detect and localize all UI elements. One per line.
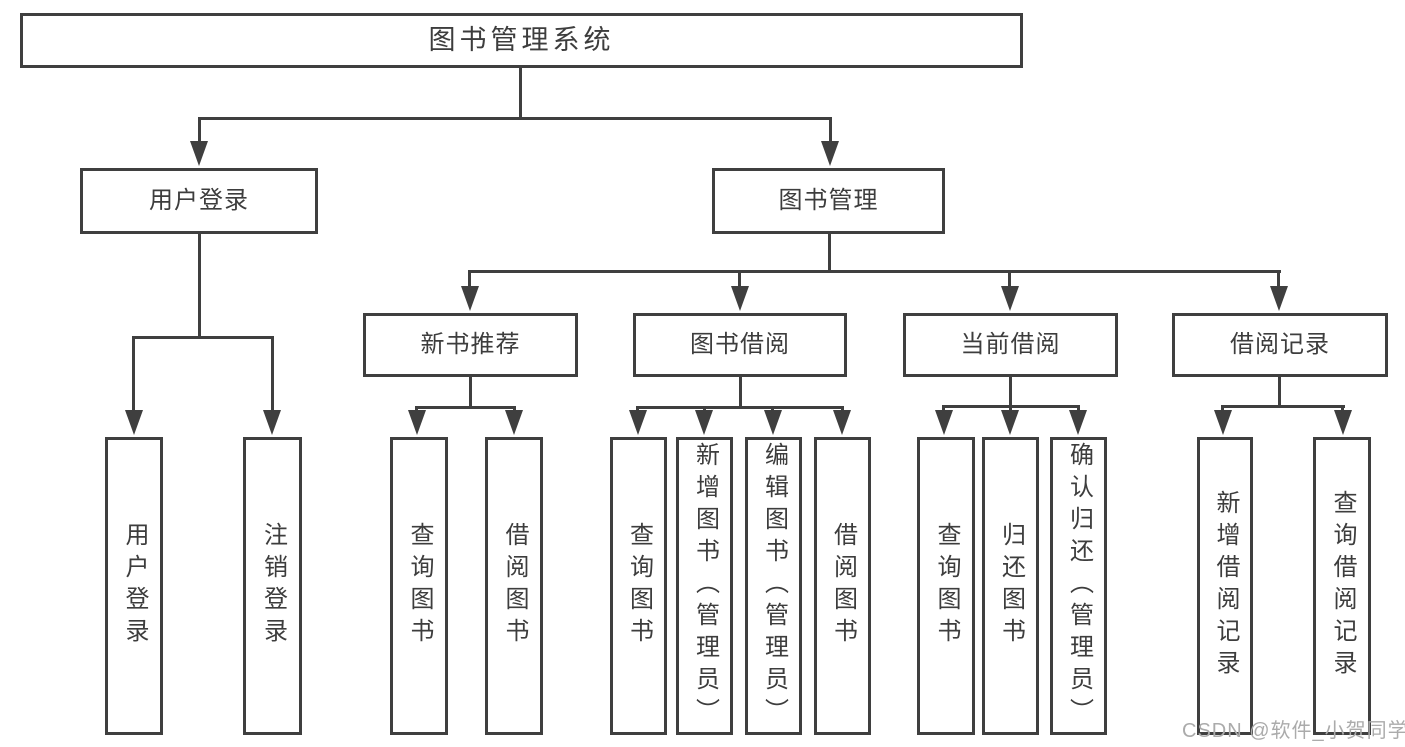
connector-h-nb xyxy=(415,406,516,409)
leaf-query-books-1: 查询图书 xyxy=(390,437,448,735)
leaf-logout: 注销登录 xyxy=(243,437,302,735)
connector-v-leaf-logout xyxy=(271,336,274,414)
connector-v-nb-stem xyxy=(469,377,472,409)
connector-v-new-books xyxy=(468,270,471,290)
node-book-borrowing: 图书借阅 xyxy=(633,313,847,377)
connector-v-br-stem xyxy=(1278,377,1281,408)
arrowhead-br-add xyxy=(1214,410,1232,435)
arrowhead-borrowing-records xyxy=(1270,286,1288,311)
connector-v-leaf-login-user xyxy=(132,336,135,414)
leaf-query-books-3: 查询图书 xyxy=(917,437,975,735)
connector-h-level2 xyxy=(198,117,832,120)
connector-h-bb xyxy=(636,406,844,409)
connector-v-borrowing-records xyxy=(1277,270,1280,290)
arrowhead-bb-query xyxy=(629,410,647,435)
arrowhead-new-books xyxy=(461,286,479,311)
leaf-return-books: 归还图书 xyxy=(982,437,1039,735)
node-new-book-recommend: 新书推荐 xyxy=(363,313,578,377)
connector-v-login-stem xyxy=(198,233,201,338)
arrowhead-nb-query xyxy=(408,410,426,435)
arrowhead-leaf-login-user xyxy=(125,410,143,435)
connector-v-bb-stem xyxy=(739,377,742,409)
leaf-borrow-books-2: 借阅图书 xyxy=(814,437,871,735)
arrowhead-current-borrowing xyxy=(1001,286,1019,311)
arrowhead-user-login xyxy=(190,141,208,166)
connector-v-current-borrowing xyxy=(1008,270,1011,290)
connector-h-login xyxy=(132,336,274,339)
connector-v-root xyxy=(519,68,522,119)
connector-v-cb-stem xyxy=(1009,377,1012,408)
node-book-management: 图书管理 xyxy=(712,168,945,234)
arrowhead-cb-query xyxy=(935,410,953,435)
leaf-query-books-2: 查询图书 xyxy=(610,437,667,735)
node-current-borrowing: 当前借阅 xyxy=(903,313,1118,377)
arrowhead-nb-borrow xyxy=(505,410,523,435)
arrowhead-book-management xyxy=(821,141,839,166)
leaf-borrow-books-1: 借阅图书 xyxy=(485,437,543,735)
leaf-add-books-admin: 新增图书（管理员） xyxy=(676,437,733,735)
connector-h-br xyxy=(1221,405,1345,408)
node-library-management-system: 图书管理系统 xyxy=(20,13,1023,68)
arrowhead-leaf-logout xyxy=(263,410,281,435)
leaf-add-borrow-record: 新增借阅记录 xyxy=(1197,437,1253,735)
leaf-query-borrow-record: 查询借阅记录 xyxy=(1313,437,1371,735)
connector-h-level3 xyxy=(468,270,1281,273)
arrowhead-bb-borrow xyxy=(833,410,851,435)
watermark: CSDN @软件_小贺同学 xyxy=(1182,720,1405,742)
arrowhead-book-borrowing xyxy=(731,286,749,311)
node-borrowing-records: 借阅记录 xyxy=(1172,313,1388,377)
arrowhead-cb-return xyxy=(1001,410,1019,435)
connector-v-book-borrowing xyxy=(738,270,741,290)
arrowhead-bb-edit xyxy=(764,410,782,435)
leaf-confirm-return-admin: 确认归还（管理员） xyxy=(1050,437,1107,735)
connector-v-book-management xyxy=(829,117,832,148)
connector-v-mgmt-stem xyxy=(828,233,831,273)
leaf-edit-books-admin: 编辑图书（管理员） xyxy=(745,437,802,735)
arrowhead-cb-confirm xyxy=(1069,410,1087,435)
connector-v-user-login xyxy=(198,117,201,148)
node-user-login: 用户登录 xyxy=(80,168,318,234)
leaf-user-login: 用户登录 xyxy=(105,437,163,735)
arrowhead-bb-add xyxy=(695,410,713,435)
arrowhead-br-query xyxy=(1334,410,1352,435)
